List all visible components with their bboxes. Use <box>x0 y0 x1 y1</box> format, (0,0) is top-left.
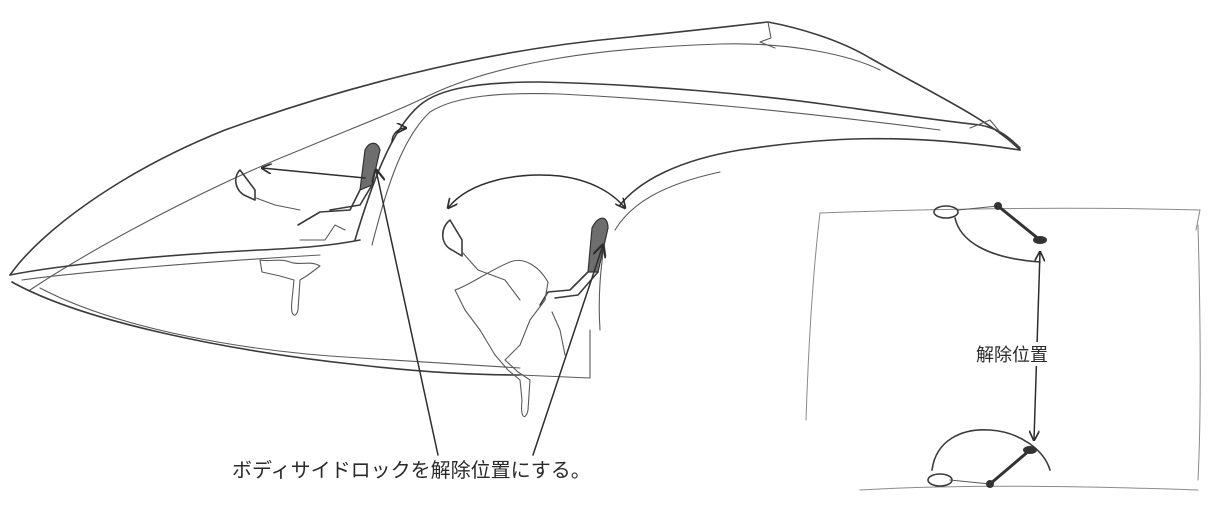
top-dial <box>933 202 1047 263</box>
lock-detail-inset: 解除位置 <box>805 202 1201 491</box>
left-lock-released-knob <box>234 169 256 201</box>
center-lock-lever-hatched <box>587 217 609 273</box>
figure-caption: ボディサイドロックを解除位置にする。 <box>232 458 591 482</box>
left-side-lock <box>234 128 406 316</box>
left-lock-lever-hatched <box>359 142 381 191</box>
leader-lines <box>376 170 603 456</box>
rotation-arrow <box>448 174 625 208</box>
center-lock-released-knob <box>441 219 463 257</box>
release-position-label: 解除位置 <box>976 345 1048 366</box>
bottom-dial <box>927 429 1051 488</box>
car-hardtop-outline <box>9 21 1021 379</box>
center-side-lock <box>441 174 625 418</box>
